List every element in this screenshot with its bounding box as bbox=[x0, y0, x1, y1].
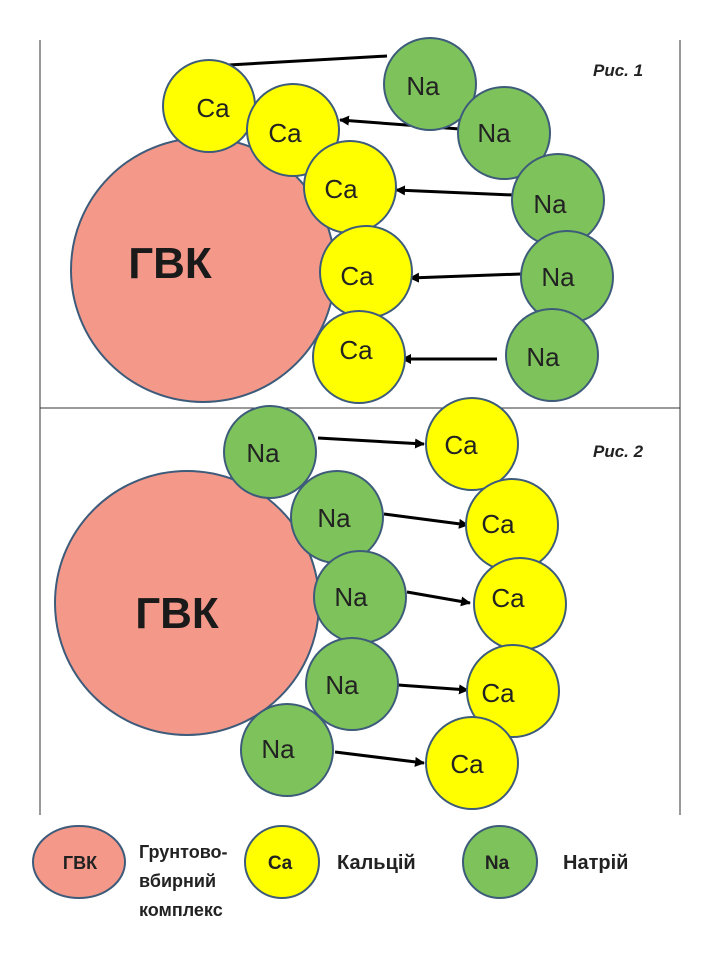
svg-text:Na: Na bbox=[246, 438, 280, 468]
svg-text:Ca: Ca bbox=[268, 853, 293, 874]
figure-1: Рис. 1 ГВК Ca Ca Ca bbox=[70, 37, 643, 404]
fig1-arrow-4 bbox=[409, 272, 522, 283]
svg-text:Ca: Ca bbox=[324, 174, 358, 204]
svg-text:Ca: Ca bbox=[444, 430, 478, 460]
fig1-na-4: Na bbox=[520, 230, 614, 324]
fig2-arrows bbox=[317, 436, 471, 767]
legend-sodium-label: Натрій bbox=[563, 852, 628, 874]
figure-frames bbox=[39, 40, 681, 815]
fig2-na-4: Na bbox=[305, 637, 399, 731]
svg-text:Na: Na bbox=[541, 262, 575, 292]
fig2-na-1: Na bbox=[223, 405, 317, 499]
svg-text:Ca: Ca bbox=[339, 335, 373, 365]
fig2-arrow-1 bbox=[317, 436, 425, 449]
fig1-arrow-1 bbox=[210, 54, 388, 71]
fig1-na-2: Na bbox=[457, 86, 551, 180]
svg-text:Na: Na bbox=[261, 734, 295, 764]
fig2-arrow-3 bbox=[406, 590, 471, 607]
svg-text:ГВК: ГВК bbox=[63, 853, 98, 873]
figure-1-label: Рис. 1 bbox=[593, 61, 643, 80]
fig2-ca-2: Ca bbox=[465, 478, 559, 572]
fig2-arrow-4 bbox=[397, 683, 469, 695]
legend-core-swatch: ГВК bbox=[32, 825, 126, 899]
svg-text:Ca: Ca bbox=[491, 583, 525, 613]
svg-text:Na: Na bbox=[485, 853, 510, 874]
svg-text:Ca: Ca bbox=[268, 118, 302, 148]
figure-2: Рис. 2 ГВК Na Na Na bbox=[54, 397, 644, 810]
legend-sodium-swatch: Na bbox=[462, 825, 538, 899]
svg-text:Na: Na bbox=[406, 71, 440, 101]
svg-text:Ca: Ca bbox=[340, 261, 374, 291]
svg-text:Ca: Ca bbox=[196, 93, 230, 123]
fig2-ca-3: Ca bbox=[473, 557, 567, 651]
fig1-arrow-3 bbox=[395, 185, 514, 197]
svg-text:Na: Na bbox=[325, 670, 359, 700]
fig1-na-5: Na bbox=[505, 308, 599, 402]
fig1-ca-4: Ca bbox=[319, 225, 413, 319]
svg-text:Na: Na bbox=[317, 503, 351, 533]
legend-calcium-swatch: Ca bbox=[244, 825, 320, 899]
legend-core-line-3: комплекс bbox=[139, 900, 223, 920]
fig2-na-2: Na bbox=[290, 470, 384, 564]
svg-text:Ca: Ca bbox=[481, 509, 515, 539]
svg-text:Na: Na bbox=[477, 118, 511, 148]
fig2-ca-1: Ca bbox=[425, 397, 519, 491]
fig2-sodium-ions: Na Na Na Na Na bbox=[223, 405, 407, 797]
legend-calcium-label: Кальцій bbox=[337, 852, 416, 874]
svg-text:Na: Na bbox=[334, 582, 368, 612]
fig2-na-5: Na bbox=[240, 703, 334, 797]
fig1-core-label: ГВК bbox=[128, 239, 212, 288]
legend-core-line-1: Грунтово- bbox=[139, 842, 228, 862]
legend-core-line-2: вбирний bbox=[139, 871, 216, 891]
fig1-na-3: Na bbox=[511, 153, 605, 247]
fig1-calcium-ions: Ca Ca Ca Ca Ca bbox=[162, 59, 413, 404]
fig1-na-1: Na bbox=[383, 37, 477, 131]
svg-text:Na: Na bbox=[526, 342, 560, 372]
fig2-core-label: ГВК bbox=[135, 589, 219, 638]
svg-text:Ca: Ca bbox=[481, 678, 515, 708]
fig2-ca-4: Ca bbox=[466, 644, 560, 738]
fig1-ca-1: Ca bbox=[162, 59, 256, 153]
fig2-arrow-2 bbox=[383, 512, 469, 529]
svg-text:Na: Na bbox=[533, 189, 567, 219]
fig1-ca-3: Ca bbox=[303, 140, 397, 234]
figure-2-label: Рис. 2 bbox=[593, 442, 644, 461]
fig2-calcium-ions: Ca Ca Ca Ca Ca bbox=[425, 397, 567, 810]
legend: ГВК Грунтово- вбирний комплекс Ca Кальці… bbox=[32, 825, 628, 920]
fig2-na-3: Na bbox=[313, 550, 407, 644]
fig2-ca-5: Ca bbox=[425, 716, 519, 810]
fig1-ca-5: Ca bbox=[312, 310, 406, 404]
fig2-arrow-5 bbox=[334, 750, 425, 767]
fig1-sodium-ions: Na Na Na Na Na bbox=[383, 37, 614, 402]
fig1-ca-2: Ca bbox=[246, 83, 340, 177]
svg-text:Ca: Ca bbox=[450, 749, 484, 779]
